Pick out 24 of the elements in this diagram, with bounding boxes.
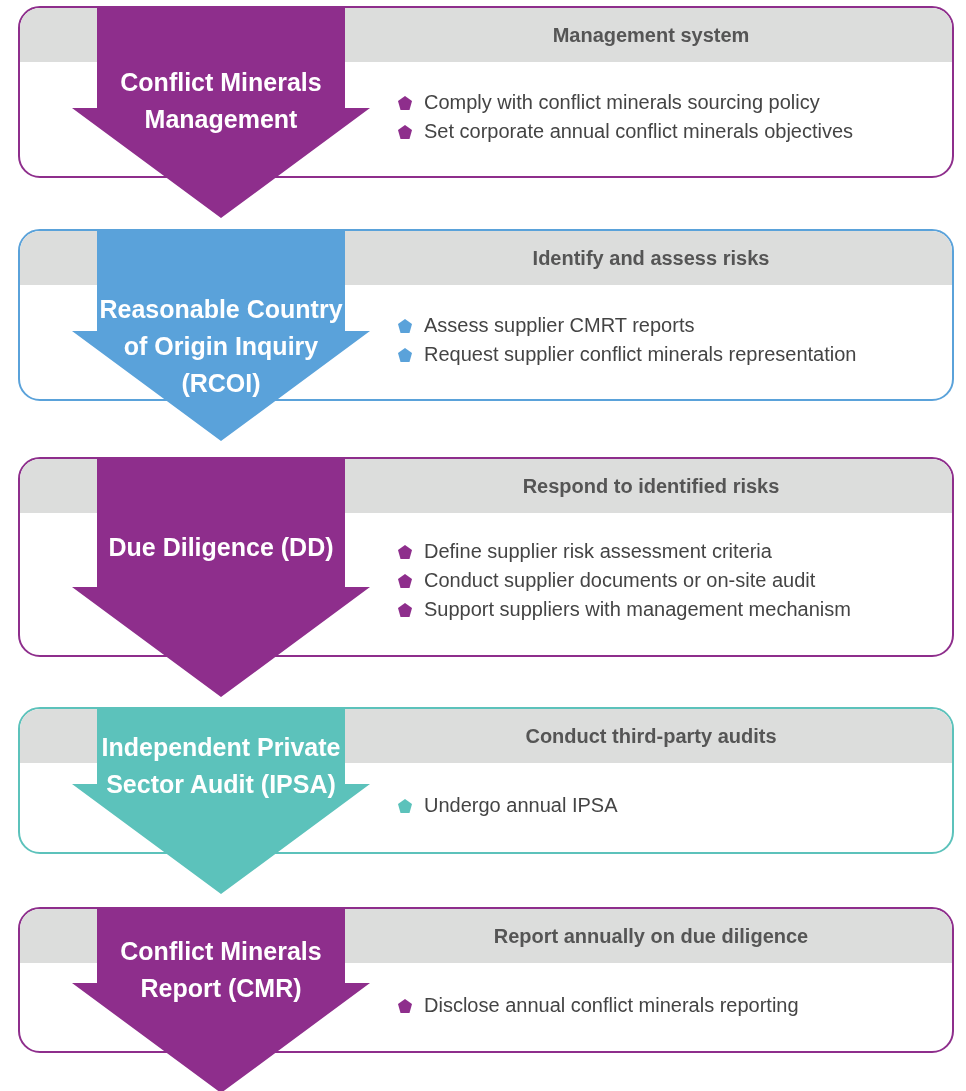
down-arrow-shape [72,229,370,441]
stage-heading: Respond to identified risks [521,474,781,499]
stage-heading: Identify and assess risks [531,246,771,271]
stage-heading: Management system [551,23,751,48]
stage-title: Due Diligence (DD) [107,532,335,563]
down-arrow-shape [72,6,370,218]
bullet-text: Define supplier risk assessment criteria [424,540,772,563]
bullet-text: Conduct supplier documents or on-site audit [424,569,816,592]
bullet-text: Disclose annual conflict minerals reporting [424,994,799,1017]
bullet-text: Set corporate annual conflict minerals objectives [424,120,854,143]
bullet-text: Comply with conflict minerals sourcing policy [424,91,820,114]
bullet-text: Support suppliers with management mechanism [424,598,851,621]
down-arrow-shape [72,707,370,894]
bullet-text: Undergo annual IPSA [424,794,618,817]
stage-title: Conflict Minerals Management [119,67,323,135]
down-arrow-shape [72,457,370,697]
stage-heading: Conduct third-party audits [524,724,778,749]
bullet-text: Assess supplier CMRT reports [424,314,695,337]
bullet-text: Request supplier conflict minerals representation [424,343,857,366]
stage-title: Reasonable Country of Origin Inquiry (RCOI) [98,294,344,399]
stage-title: Independent Private Sector Audit (IPSA) [100,732,342,800]
down-arrow-shape [72,907,370,1091]
stage-title: Conflict Minerals Report (CMR) [119,936,323,1004]
stage-heading: Report annually on due diligence [492,924,810,949]
